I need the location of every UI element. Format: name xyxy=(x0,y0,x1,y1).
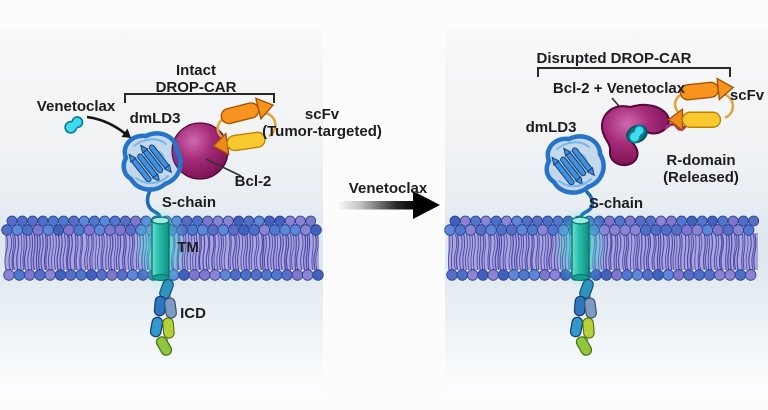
venetoclax-molecule-free xyxy=(62,115,86,136)
icd-label: ICD xyxy=(180,305,206,322)
dmld3-protein-right xyxy=(546,136,604,192)
intact-title: Intact DROP-CAR xyxy=(156,62,237,96)
intact-title-line2: DROP-CAR xyxy=(155,79,237,96)
rdomain-line2: (Released) xyxy=(663,169,739,186)
membrane-left xyxy=(1,215,324,281)
bcl2-pointer-line xyxy=(205,158,242,177)
schain-label-left: S-chain xyxy=(161,194,217,211)
venetoclax-arrowhead xyxy=(121,128,131,138)
scfv-label-line1: scFv xyxy=(304,106,340,123)
icd-left xyxy=(148,277,178,358)
intact-bracket xyxy=(124,93,275,103)
rdomain-label: R-domain (Released) xyxy=(663,152,739,186)
venetoclax-curved-arrow xyxy=(86,115,128,137)
intact-car-complex xyxy=(62,93,277,190)
scfv-label-left: scFv (Tumor-targeted) xyxy=(262,106,382,140)
bcl2-label: Bcl-2 xyxy=(234,173,272,190)
disrupted-car-complex xyxy=(546,67,739,193)
complex-label: Bcl-2 + Venetoclax xyxy=(552,80,686,97)
disrupted-bracket xyxy=(537,67,731,77)
scfv-label-right: scFv xyxy=(729,87,765,104)
dmld3-protein-left xyxy=(123,133,181,189)
dmld3-label-right: dmLD3 xyxy=(525,119,577,136)
disrupted-title: Disrupted DROP-CAR xyxy=(536,50,692,67)
schain-label-right: S-chain xyxy=(588,195,644,212)
venetoclax-label-left: Venetoclax xyxy=(36,98,116,115)
transition-arrow xyxy=(336,191,440,219)
rdomain-line1: R-domain xyxy=(666,152,736,169)
scfv-label-line2: (Tumor-targeted) xyxy=(262,123,382,140)
transition-drug-label: Venetoclax xyxy=(348,180,428,197)
intact-title-line1: Intact xyxy=(175,62,216,79)
icd-right xyxy=(568,277,598,358)
tm-label: TM xyxy=(177,239,199,256)
dmld3-label-left: dmLD3 xyxy=(129,110,181,127)
tm-cylinder-right xyxy=(552,207,609,289)
